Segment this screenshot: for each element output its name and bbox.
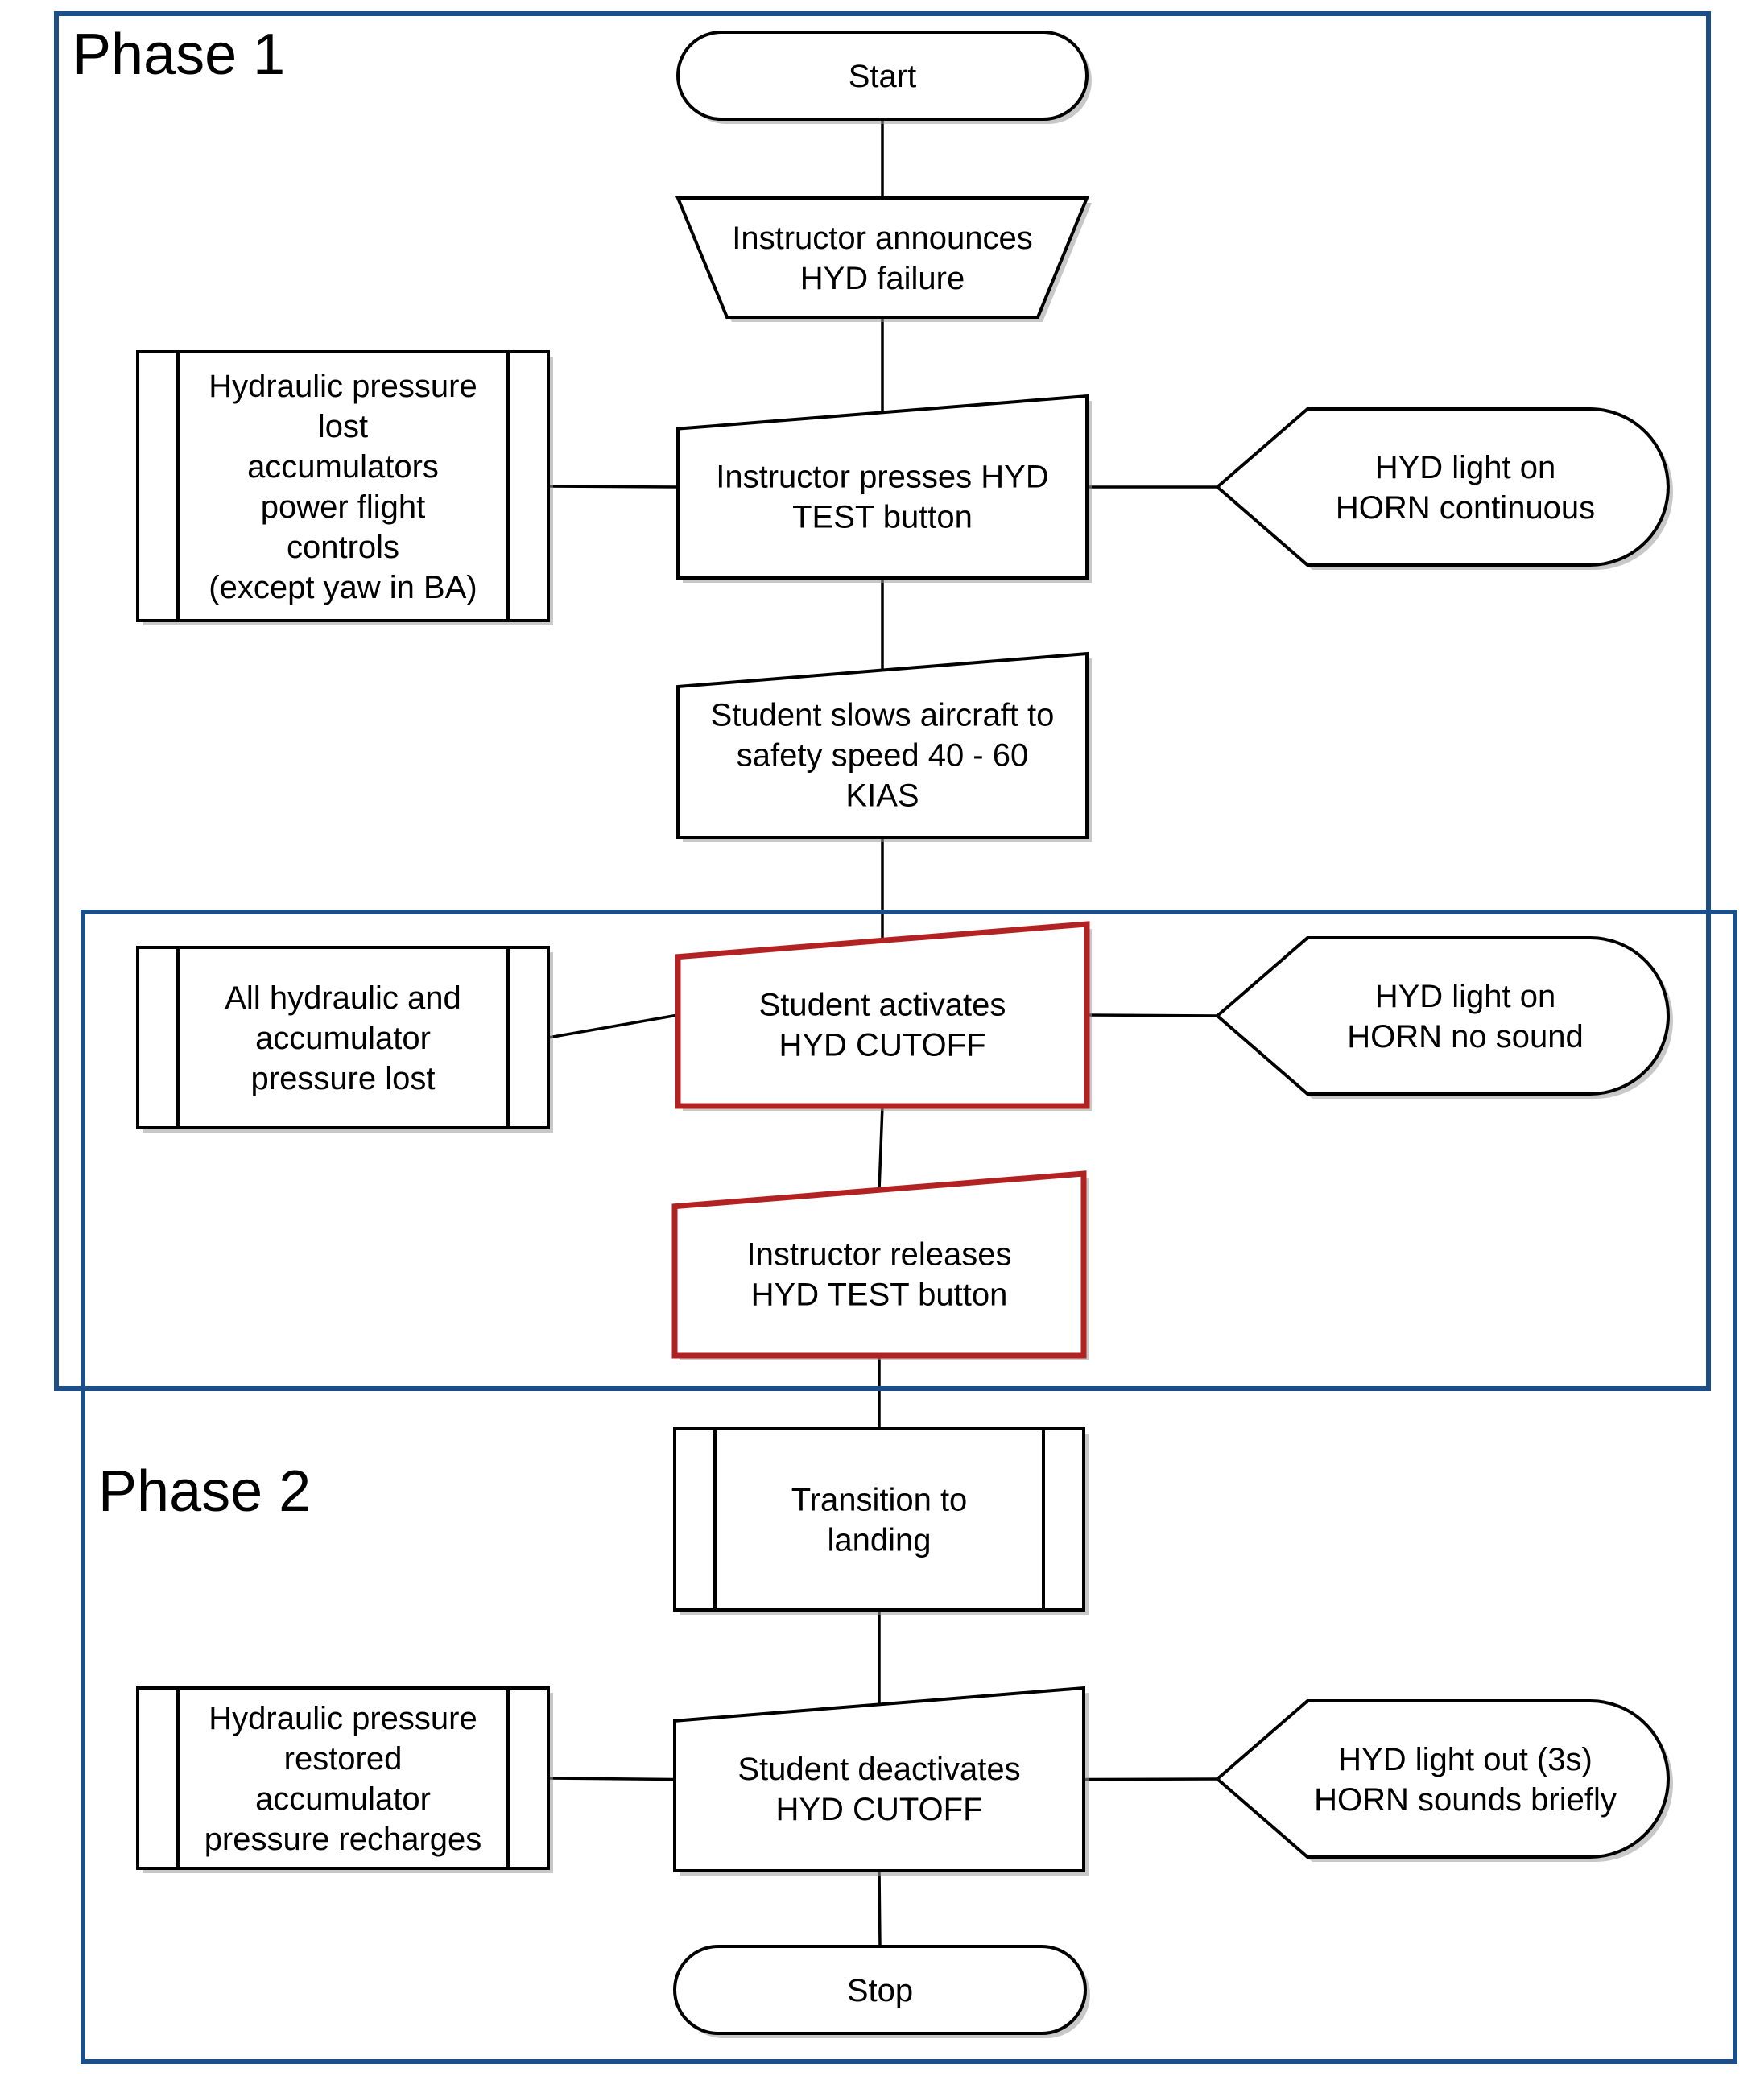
node-light-on-horn: HYD light on HORN continuous (1214, 407, 1673, 570)
connector-deactivates-to-stop (878, 1870, 882, 1947)
node-transition: Transition to landing (673, 1427, 1089, 1615)
node-label-line: controls (287, 530, 399, 565)
node-slows: Student slows aircraft to safety speed 40… (676, 651, 1092, 842)
node-shape-terminator (676, 31, 1089, 121)
node-shape-display (1214, 1699, 1670, 1859)
phase-2-box (81, 910, 1737, 2064)
node-label-line: HORN continuous (1336, 490, 1595, 526)
node-label-line: HYD CUTOFF (779, 1027, 985, 1063)
node-label-line: landing (827, 1523, 931, 1558)
node-label-line: Student slows aircraft to (711, 697, 1055, 733)
node-label: Student slows aircraft to safety speed 40… (711, 697, 1055, 813)
node-shape-terminator (673, 1945, 1087, 2035)
node-label-line: accumulator (255, 1781, 431, 1817)
node-label-line: Hydraulic pressure (209, 1701, 477, 1736)
phase-1-box (54, 11, 1711, 1391)
node-label-line: HYD light on (1375, 979, 1556, 1014)
node-label-line: Start (849, 59, 916, 94)
node-label-line: Hydraulic pressure (209, 369, 477, 404)
node-label-line: Instructor releases (746, 1236, 1011, 1272)
node-label-line: accumulator (255, 1021, 431, 1056)
node-label-line: All hydraulic and (225, 980, 461, 1016)
phase-2-label: Phase 2 (98, 1459, 311, 1524)
node-label-line: lost (318, 409, 368, 444)
node-label: Hydraulic pressure lost accumulators power … (209, 369, 477, 605)
node-label-line: pressure lost (251, 1061, 436, 1096)
node-label-line: accumulators (247, 449, 439, 485)
node-stop: Stop (673, 1945, 1090, 2038)
node-shape-predefined-process (673, 1427, 1085, 1612)
node-light-out: HYD light out (3s) HORN sounds briefly (1214, 1699, 1673, 1862)
node-label-line: (except yaw in BA) (209, 570, 477, 605)
node-label-line: power flight (261, 489, 426, 525)
node-shape-predefined-process (136, 350, 550, 622)
connector-all_lost-to-activates_cutoff (547, 1013, 679, 1039)
node-label: Start (849, 59, 916, 94)
node-label: All hydraulic and accumulator pressure los… (225, 980, 461, 1096)
node-label-line: restored (284, 1741, 403, 1777)
node-shape-predefined-process (136, 946, 550, 1129)
phase-boxes (54, 11, 1737, 2064)
node-light-on-no-sound: HYD light on HORN no sound (1214, 936, 1673, 1099)
node-shape-display (1214, 936, 1670, 1096)
node-label-line: HYD light on (1375, 450, 1556, 485)
phase-1-label: Phase 1 (72, 23, 285, 87)
node-press-test: Instructor presses HYD TEST button (676, 394, 1092, 583)
connector-restored-to-deactivates (547, 1777, 675, 1781)
node-label: Hydraulic pressure restored accumulator pre… (204, 1701, 482, 1857)
node-label-line: pressure recharges (204, 1822, 482, 1857)
node-label: Stop (847, 1973, 913, 2008)
node-label-line: safety speed 40 - 60 (737, 737, 1028, 773)
node-start: Start (676, 31, 1092, 124)
node-shape-manual-input (676, 394, 1089, 580)
connectors (547, 119, 1218, 1947)
node-label-line: Instructor announces (732, 221, 1033, 256)
node-label-line: HORN sounds briefly (1314, 1782, 1617, 1818)
node-shape-manual-input (673, 1686, 1085, 1872)
node-label-line: HYD light out (3s) (1338, 1742, 1593, 1777)
connector-pressure_lost-to-press_test (547, 485, 679, 489)
node-label-line: Student activates (759, 987, 1006, 1022)
node-label-line: Instructor presses HYD (716, 459, 1048, 494)
node-label-line: Stop (847, 1973, 913, 2008)
node-label-line: Student deactivates (737, 1752, 1020, 1787)
node-label-line: HYD failure (800, 261, 965, 296)
node-label-line: Transition to (791, 1483, 968, 1518)
node-label: HYD light on HORN no sound (1347, 979, 1583, 1055)
node-all-lost: All hydraulic and accumulator pressure los… (136, 946, 553, 1133)
node-label: Transition to landing (791, 1483, 968, 1558)
connector-deactivates-to-light_out (1083, 1777, 1218, 1781)
node-label: HYD light out (3s) HORN sounds briefly (1314, 1742, 1617, 1818)
node-label-line: HYD CUTOFF (775, 1792, 982, 1827)
node-shape-manual-input (671, 1170, 1087, 1359)
node-label-line: TEST button (792, 499, 973, 534)
node-label: Instructor presses HYD TEST button (716, 459, 1048, 534)
node-label-line: HYD TEST button (751, 1277, 1008, 1312)
node-shape-display (1214, 407, 1670, 567)
node-restored: Hydraulic pressure restored accumulator pre… (136, 1686, 553, 1873)
node-shape-manual-operation (675, 196, 1089, 319)
node-shape-manual-input (676, 651, 1089, 839)
node-label-line: KIAS (845, 778, 919, 813)
connector-activates_cutoff-to-releases_test (878, 1105, 884, 1191)
node-label-line: HORN no sound (1347, 1019, 1583, 1055)
node-pressure-lost: Hydraulic pressure lost accumulators power … (136, 350, 553, 625)
node-shape-manual-input (675, 921, 1090, 1109)
node-label: HYD light on HORN continuous (1336, 450, 1595, 526)
node-shape-predefined-process (136, 1686, 550, 1870)
connector-activates_cutoff-to-light_on_no_sound (1086, 1013, 1218, 1017)
